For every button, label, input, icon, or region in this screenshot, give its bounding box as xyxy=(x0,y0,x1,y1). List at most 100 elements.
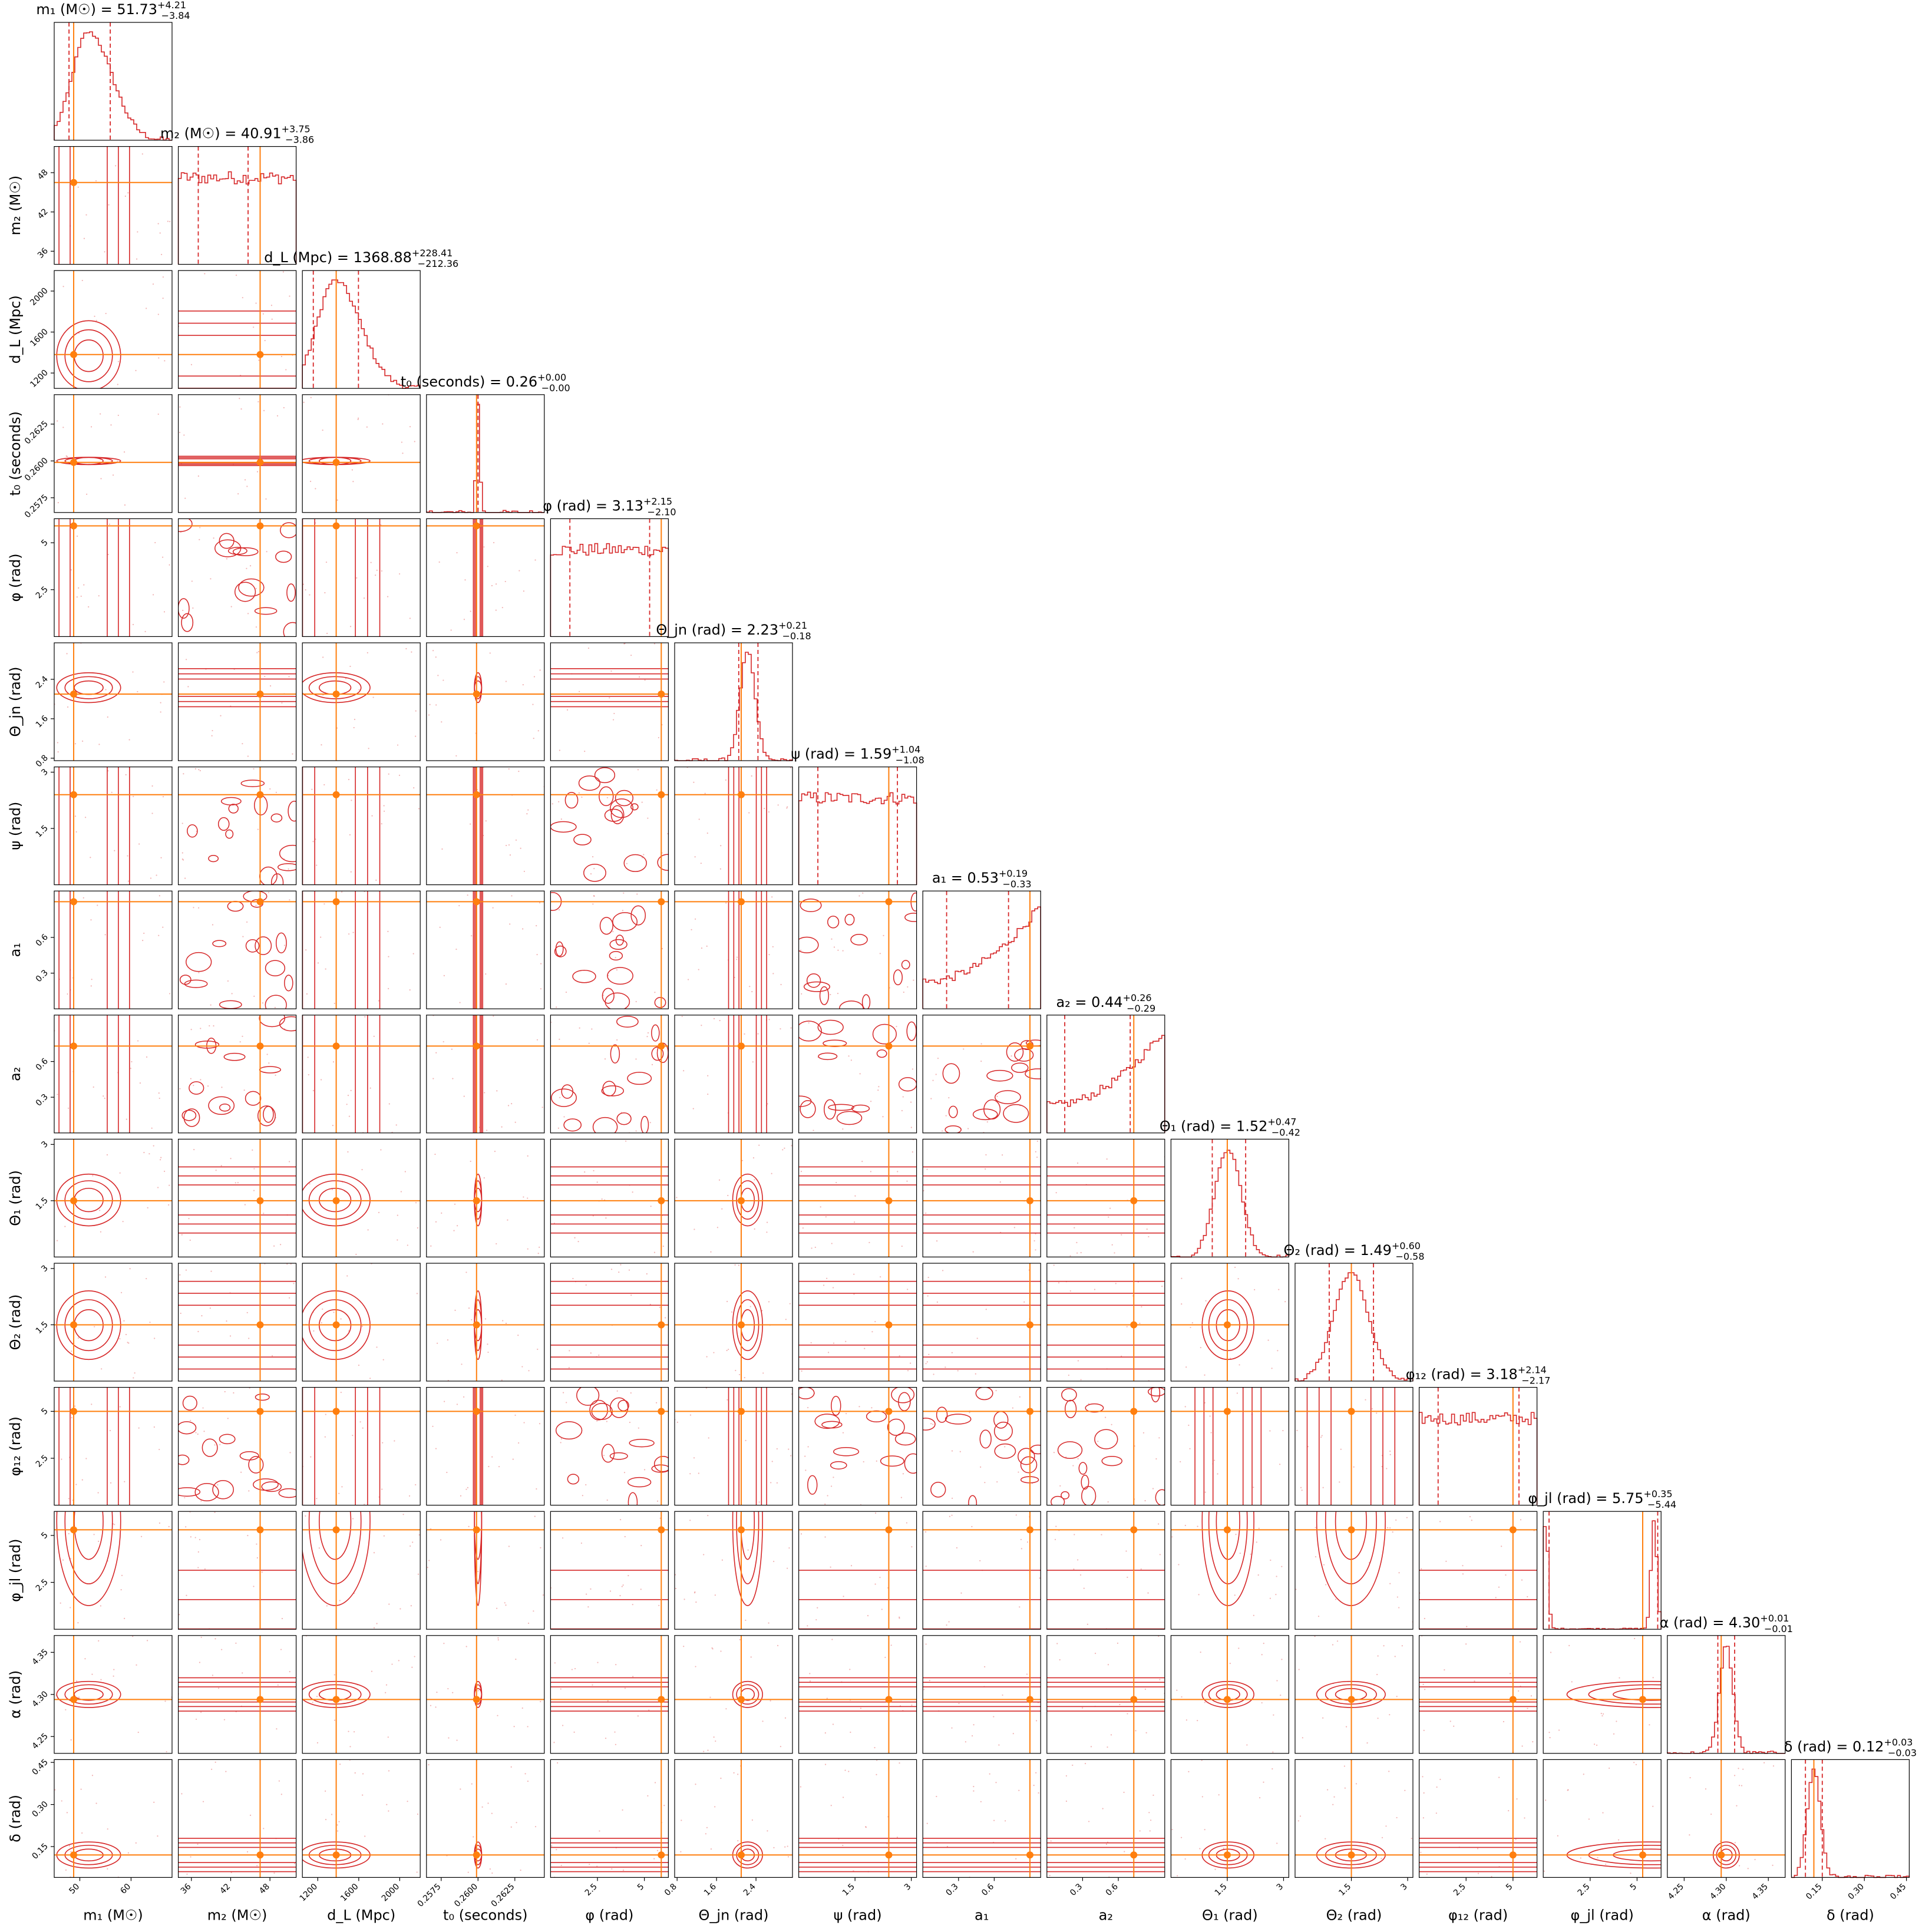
sample-point xyxy=(376,1623,378,1624)
contour-blob xyxy=(212,1480,235,1500)
sample-point xyxy=(264,339,266,342)
frame xyxy=(302,1387,421,1506)
sample-point xyxy=(351,800,352,801)
sample-point xyxy=(1323,1564,1325,1566)
truth-marker xyxy=(473,1526,480,1534)
sample-point xyxy=(1204,1491,1206,1493)
sample-point xyxy=(198,769,200,771)
y-tick-label: 3 xyxy=(39,767,50,778)
frame xyxy=(550,1263,669,1382)
contour-blob xyxy=(234,582,256,602)
sample-point xyxy=(731,1311,733,1313)
sample-point xyxy=(223,1719,226,1720)
sample-point xyxy=(352,1435,354,1436)
sample-point xyxy=(1065,1775,1067,1777)
sample-point xyxy=(1411,1838,1412,1839)
y-axis-label-phi: φ (rad) xyxy=(7,553,24,602)
sample-point xyxy=(162,298,164,299)
sample-point xyxy=(1495,1597,1497,1599)
contour-band xyxy=(1046,1677,1165,1712)
x-tick-label: 2.5 xyxy=(1576,1882,1592,1898)
contour-blob xyxy=(923,1418,936,1431)
panel-2d-t0-phi12 xyxy=(426,1387,545,1506)
sample-point xyxy=(148,1153,150,1155)
panel-2d-a1-phi12 xyxy=(922,1387,1041,1506)
sample-point xyxy=(487,1343,488,1345)
sample-point xyxy=(183,773,184,775)
sample-point xyxy=(1502,1720,1505,1723)
sample-point xyxy=(1127,1576,1128,1578)
histogram-thetajn xyxy=(674,652,793,761)
panel-2d-t0-thetajn xyxy=(426,642,545,761)
truth-marker xyxy=(1348,1696,1355,1703)
sample-point xyxy=(249,565,252,567)
histogram-theta1 xyxy=(1170,1150,1290,1258)
sample-point xyxy=(194,768,196,770)
sample-point xyxy=(1026,1673,1028,1675)
truth-marker xyxy=(1718,1851,1725,1859)
sample-point xyxy=(348,933,350,935)
sample-point xyxy=(416,1871,418,1873)
sample-point xyxy=(556,1849,557,1851)
sample-point xyxy=(1253,1487,1254,1488)
contour-band xyxy=(550,1682,669,1708)
sample-point xyxy=(1204,1402,1206,1403)
sample-point xyxy=(247,613,249,615)
truth-marker xyxy=(256,1197,264,1204)
panel-2d-thetajn-psi xyxy=(674,766,793,886)
sample-point xyxy=(1152,1794,1154,1796)
sample-point xyxy=(199,1662,201,1663)
contour-blob xyxy=(181,1109,197,1121)
contour-blob xyxy=(219,1434,236,1445)
sample-point xyxy=(220,1165,222,1167)
panel-2d-thetajn-phijl xyxy=(674,1511,793,1630)
sample-point xyxy=(641,857,643,858)
sample-point xyxy=(1039,1577,1041,1579)
contour-band xyxy=(178,1842,296,1868)
sample-point xyxy=(221,1086,223,1088)
sample-point xyxy=(471,935,473,937)
sample-point xyxy=(1147,1592,1149,1594)
sample-point xyxy=(459,1002,461,1003)
sample-point xyxy=(1298,1669,1300,1670)
sample-point xyxy=(347,1094,349,1097)
truth-marker xyxy=(1130,1696,1138,1703)
frame xyxy=(550,1387,669,1506)
contour-blob xyxy=(265,995,287,1009)
sample-point xyxy=(693,1592,696,1594)
sample-point xyxy=(843,1796,844,1798)
truth-marker xyxy=(737,1408,745,1415)
sample-point xyxy=(1150,1819,1152,1821)
truth-marker xyxy=(70,458,78,466)
sample-point xyxy=(381,823,382,825)
sample-point xyxy=(626,863,628,864)
sample-point xyxy=(640,1588,642,1590)
sample-point xyxy=(456,1739,458,1741)
truth-marker xyxy=(473,1408,480,1415)
sample-point xyxy=(74,743,77,745)
truth-marker xyxy=(1026,1696,1034,1703)
truth-marker xyxy=(885,898,893,906)
sample-point xyxy=(179,1088,181,1089)
panel-2d-phi-theta2 xyxy=(550,1263,669,1382)
sample-point xyxy=(1145,1732,1147,1733)
sample-point xyxy=(66,455,68,457)
sample-point xyxy=(850,1059,853,1061)
sample-point xyxy=(321,1322,322,1324)
sample-point xyxy=(199,1538,201,1541)
sample-point xyxy=(407,1801,408,1802)
sample-point xyxy=(305,1515,306,1517)
sample-point xyxy=(447,1339,449,1341)
sample-point xyxy=(1634,1637,1636,1639)
contour-band xyxy=(798,1628,917,1630)
contour-blob xyxy=(283,622,296,637)
sample-point xyxy=(786,807,788,809)
sample-point xyxy=(844,1769,846,1771)
x-tick-label: 3 xyxy=(903,1882,913,1893)
sample-point xyxy=(511,895,513,897)
sample-point xyxy=(100,1605,101,1607)
sample-point xyxy=(911,1151,913,1153)
contour-band xyxy=(923,1304,1041,1346)
sample-point xyxy=(695,918,696,920)
sample-point xyxy=(1299,1815,1302,1817)
